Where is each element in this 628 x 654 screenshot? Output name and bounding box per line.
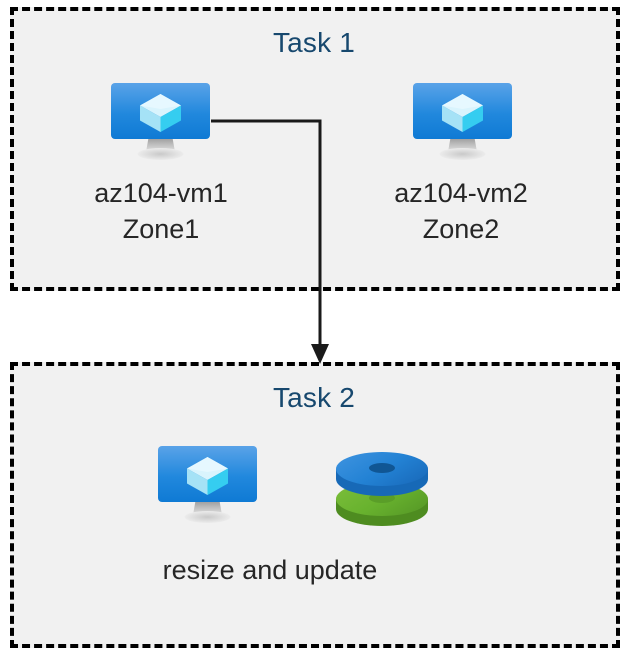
- vm2-label: az104-vm2 Zone2: [355, 175, 567, 247]
- virtual-machine-icon[interactable]: [410, 80, 515, 164]
- vm2-zone: Zone2: [422, 214, 500, 244]
- vm1-name: az104-vm1: [94, 178, 228, 208]
- virtual-machine-icon[interactable]: [108, 80, 213, 164]
- managed-disks-icon[interactable]: [332, 443, 432, 527]
- task2-caption: resize and update: [162, 555, 378, 585]
- virtual-machine-icon[interactable]: [155, 443, 260, 527]
- vm1-label: az104-vm1 Zone1: [55, 175, 267, 247]
- task1-title: Task 1: [272, 27, 356, 58]
- task2-title: Task 2: [272, 382, 356, 413]
- vm2-name: az104-vm2: [394, 178, 528, 208]
- vm1-zone: Zone1: [122, 214, 200, 244]
- task2-container: [10, 362, 620, 648]
